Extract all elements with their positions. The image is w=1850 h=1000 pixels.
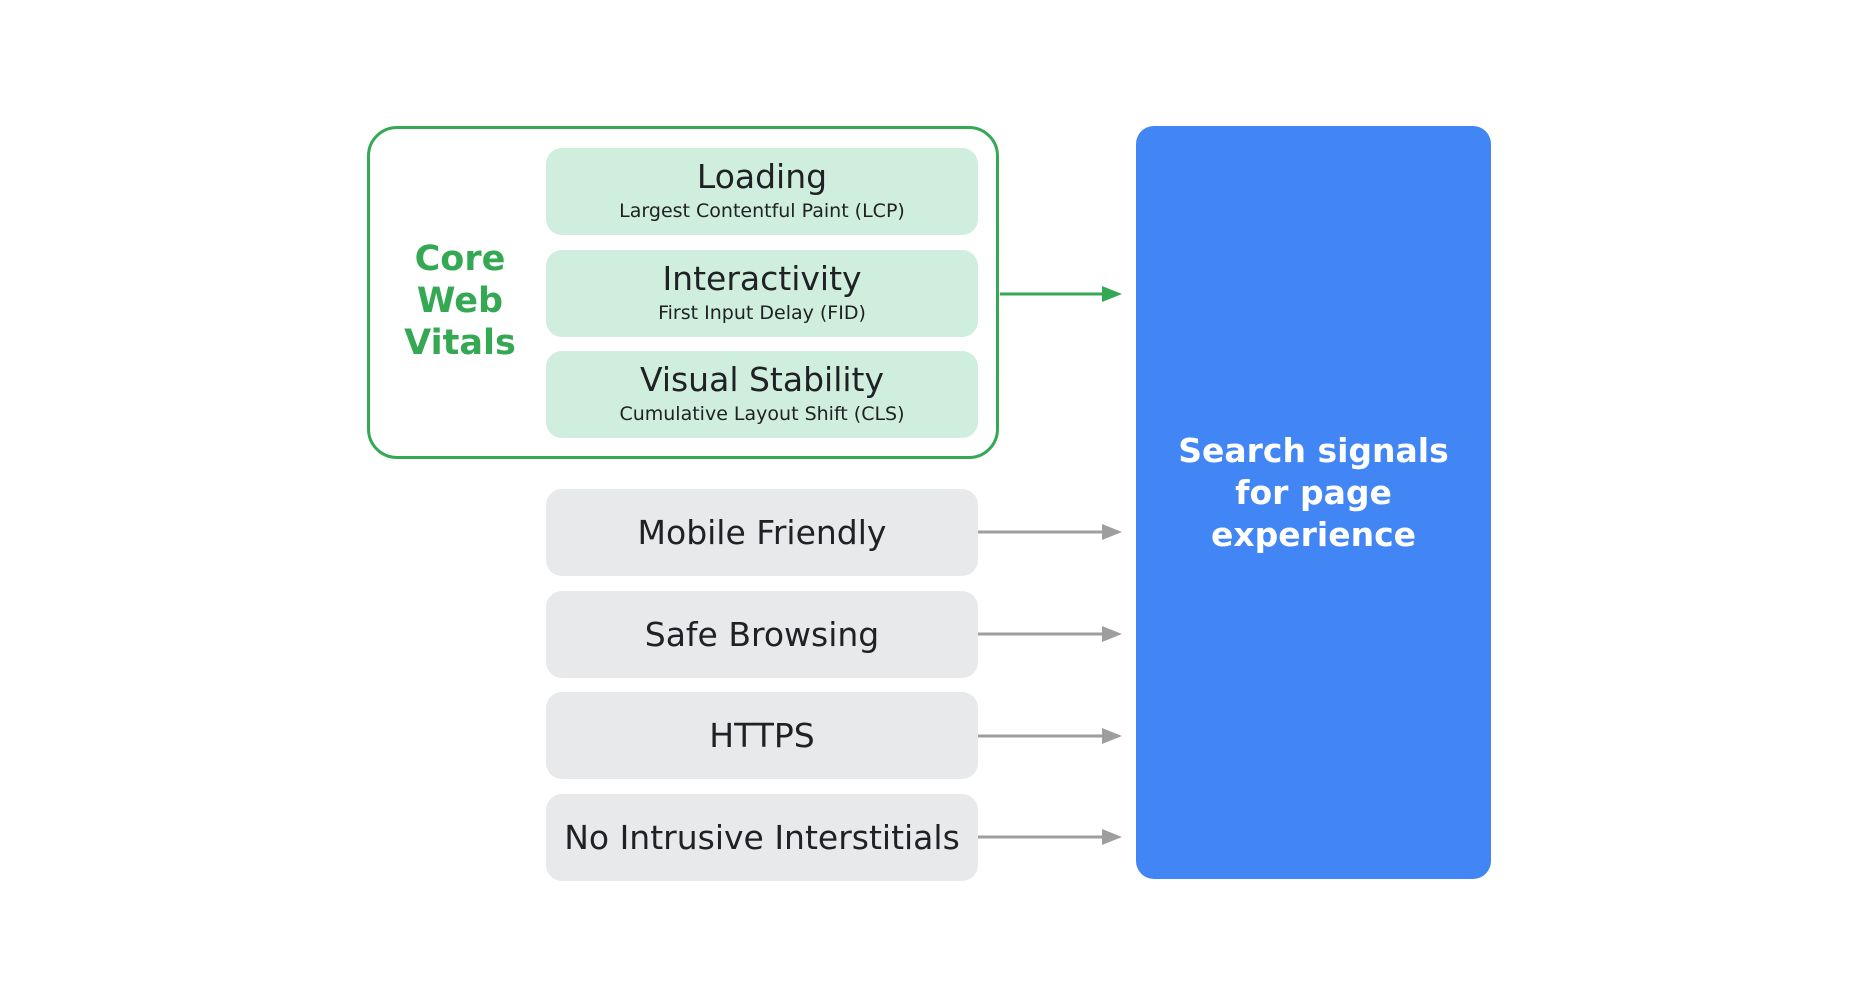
cwv-label-line-1: Core xyxy=(414,239,506,279)
result-line-3: experience xyxy=(1210,514,1417,554)
metric-visual-stability: Visual Stability Cumulative Layout Shift… xyxy=(546,351,978,438)
core-web-vitals-label: Core Web Vitals xyxy=(395,238,525,364)
result-line-1: Search signals xyxy=(1178,430,1449,470)
metric-subtitle: First Input Delay (FID) xyxy=(658,302,866,324)
cwv-label-line-3: Vitals xyxy=(404,323,516,363)
arrow-core-web-vitals xyxy=(1000,286,1122,302)
metric-title: Interactivity xyxy=(662,259,862,298)
signal-mobile-friendly: Mobile Friendly xyxy=(546,489,978,576)
metric-title: Visual Stability xyxy=(639,360,885,399)
signal-no-intrusive-interstitials: No Intrusive Interstitials xyxy=(546,794,978,881)
metric-subtitle: Cumulative Layout Shift (CLS) xyxy=(619,403,905,425)
core-web-vitals-group xyxy=(367,126,999,459)
search-signals-text: Search signals for page experience xyxy=(1164,430,1464,556)
arrow-https xyxy=(978,728,1122,744)
signal-safe-browsing: Safe Browsing xyxy=(546,591,978,678)
metric-loading: Loading Largest Contentful Paint (LCP) xyxy=(546,148,978,235)
metric-subtitle: Largest Contentful Paint (LCP) xyxy=(619,200,905,222)
result-line-2: for page xyxy=(1235,472,1392,512)
arrow-mobile-friendly xyxy=(978,524,1122,540)
metric-title: Loading xyxy=(696,157,828,196)
search-signals-box: Search signals for page experience xyxy=(1136,126,1491,879)
cwv-label-line-2: Web xyxy=(416,281,504,321)
arrow-safe-browsing xyxy=(978,626,1122,642)
signal-https: HTTPS xyxy=(546,692,978,779)
metric-interactivity: Interactivity First Input Delay (FID) xyxy=(546,250,978,337)
arrow-no-intrusive-interstitials xyxy=(978,829,1122,845)
